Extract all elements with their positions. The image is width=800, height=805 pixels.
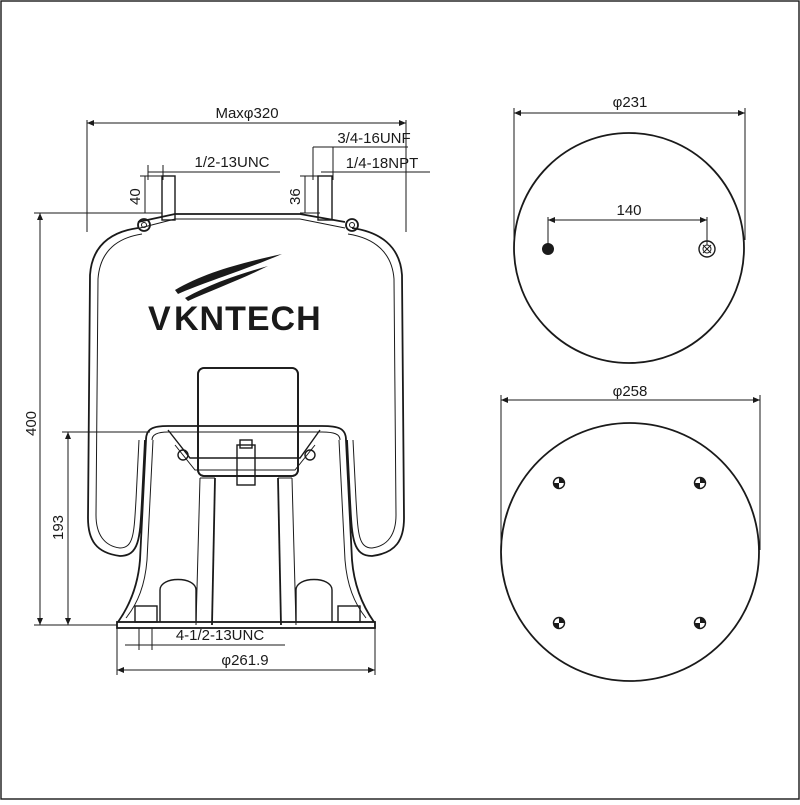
bolt-hole-icon — [693, 476, 707, 490]
brand-logo: V KNTECH — [148, 254, 322, 338]
stud-right-height-label: 36 — [287, 188, 304, 205]
thread-right-callout: 3/4-16UNF 1/4-18NPT — [312, 130, 430, 180]
bolt-hole-icon — [693, 616, 707, 630]
piston-height-label: 193 — [50, 515, 67, 540]
piston-height-dimension: 193 — [50, 431, 150, 625]
top-plate-outline — [513, 132, 745, 364]
thread-right-top-label: 3/4-16UNF — [337, 130, 410, 147]
bottom-plate-outline — [500, 422, 760, 682]
stud-right-height-dimension: 36 — [287, 175, 320, 214]
top-bead-plate — [137, 175, 359, 232]
max-width-label: Maxφ320 — [215, 105, 278, 122]
stud-spacing-label: 140 — [616, 202, 641, 219]
top-plate-diameter-label: φ231 — [613, 94, 648, 111]
stud-left-icon — [161, 175, 176, 221]
bellows — [87, 227, 405, 557]
air-fitting-hole-icon — [542, 243, 554, 255]
bottom-stud-left-icon — [134, 605, 158, 623]
bottom-thread-label: 4-1/2-13UNC — [176, 627, 265, 644]
piston — [116, 425, 376, 629]
bottom-thread-callout: 4-1/2-13UNC — [125, 627, 285, 650]
total-height-label: 400 — [23, 411, 40, 436]
top-plate-view: φ231 140 — [513, 94, 746, 364]
thread-left-callout: 1/2-13UNC — [147, 154, 280, 180]
base-diameter-label: φ261.9 — [221, 652, 268, 669]
logo-initial: V — [148, 300, 172, 338]
bolt-hole-icon — [552, 616, 566, 630]
thread-left-label: 1/2-13UNC — [194, 154, 269, 171]
stud-left-height-label: 40 — [127, 188, 144, 205]
bolt-hole-icon — [552, 476, 566, 490]
thread-right-bottom-label: 1/4-18NPT — [346, 155, 419, 172]
total-height-dimension: 400 — [23, 212, 140, 626]
stud-left-height-dimension: 40 — [127, 175, 162, 214]
logo-text: KNTECH — [174, 300, 322, 338]
bottom-plate-diameter-label: φ258 — [613, 383, 648, 400]
side-view: Maxφ320 1/2-13UNC 3/4-16UNF 1/4-18NPT 40 — [23, 105, 430, 675]
center-bolt-icon — [236, 444, 256, 486]
bumper-block — [197, 367, 299, 477]
bottom-stud-right-icon — [337, 605, 361, 623]
base-diameter-dimension: φ261.9 — [116, 628, 376, 675]
bottom-plate-view: φ258 — [500, 383, 761, 682]
stud-right-icon — [317, 175, 333, 221]
stud-hole-icon — [698, 240, 716, 258]
